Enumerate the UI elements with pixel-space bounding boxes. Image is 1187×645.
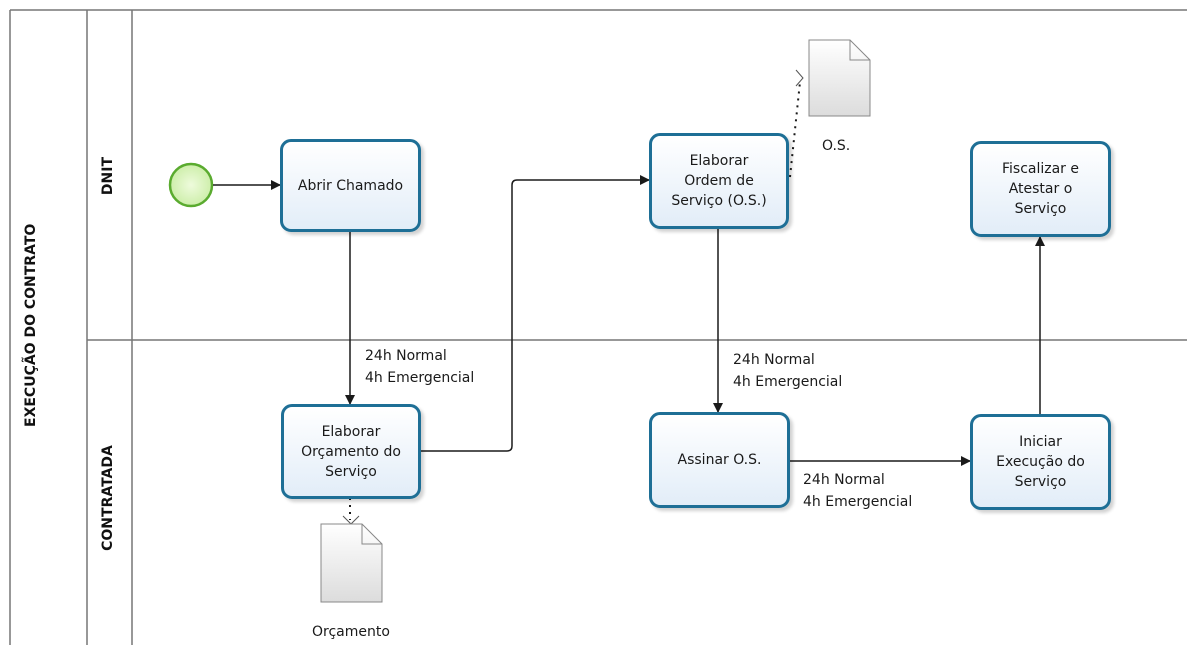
pool-label: EXECUÇÃO DO CONTRATO [23,223,39,427]
flow-label-chamado-line2: 4h Emergencial [365,370,475,386]
flow-label-os-line2: 4h Emergencial [733,374,843,390]
document-os [808,39,871,117]
flow-label-chamado-line1: 24h Normal [365,348,447,364]
task-elaborar-orcamento-label: Elaborar Orçamento do Serviço [301,423,401,480]
task-abrir-chamado-label: Abrir Chamado [297,177,404,194]
flow-label-assinar-line1: 24h Normal [803,472,885,488]
assoc-os-document [789,81,801,178]
flow-label-os-line1: 24h Normal [733,352,815,368]
task-elaborar-os-label: Elaborar Ordem de Serviço (O.S.) [671,153,767,209]
task-elaborar-orcamento[interactable]: Elaborar Orçamento do Serviço [281,404,421,499]
task-fiscalizar-label: Fiscalizar e Atestar o Serviço [1001,161,1080,217]
task-assinar-os-label: Assinar O.S. [677,452,762,468]
document-orcamento [320,523,383,603]
lane-label-contratada: CONTRATADA [100,445,116,551]
data-associations [349,81,801,520]
flow-orcamento-to-os [420,175,650,452]
sequence-flows [213,175,1045,466]
task-assinar-os[interactable]: Assinar O.S. [649,412,790,508]
flow-label-assinar-line2: 4h Emergencial [803,494,913,510]
lane-label-dnit: DNIT [100,156,116,196]
pool-frame [9,9,1187,645]
document-orcamento-label: Orçamento [312,624,390,640]
task-elaborar-os[interactable]: Elaborar Ordem de Serviço (O.S.) [649,133,789,229]
task-iniciar-execucao-label: Iniciar Execução do Serviço [996,434,1085,490]
start-event [168,162,214,208]
task-abrir-chamado[interactable]: Abrir Chamado [280,139,421,232]
task-iniciar-execucao[interactable]: Iniciar Execução do Serviço [970,414,1111,510]
document-os-label: O.S. [822,138,851,154]
task-fiscalizar[interactable]: Fiscalizar e Atestar o Serviço [970,141,1111,237]
